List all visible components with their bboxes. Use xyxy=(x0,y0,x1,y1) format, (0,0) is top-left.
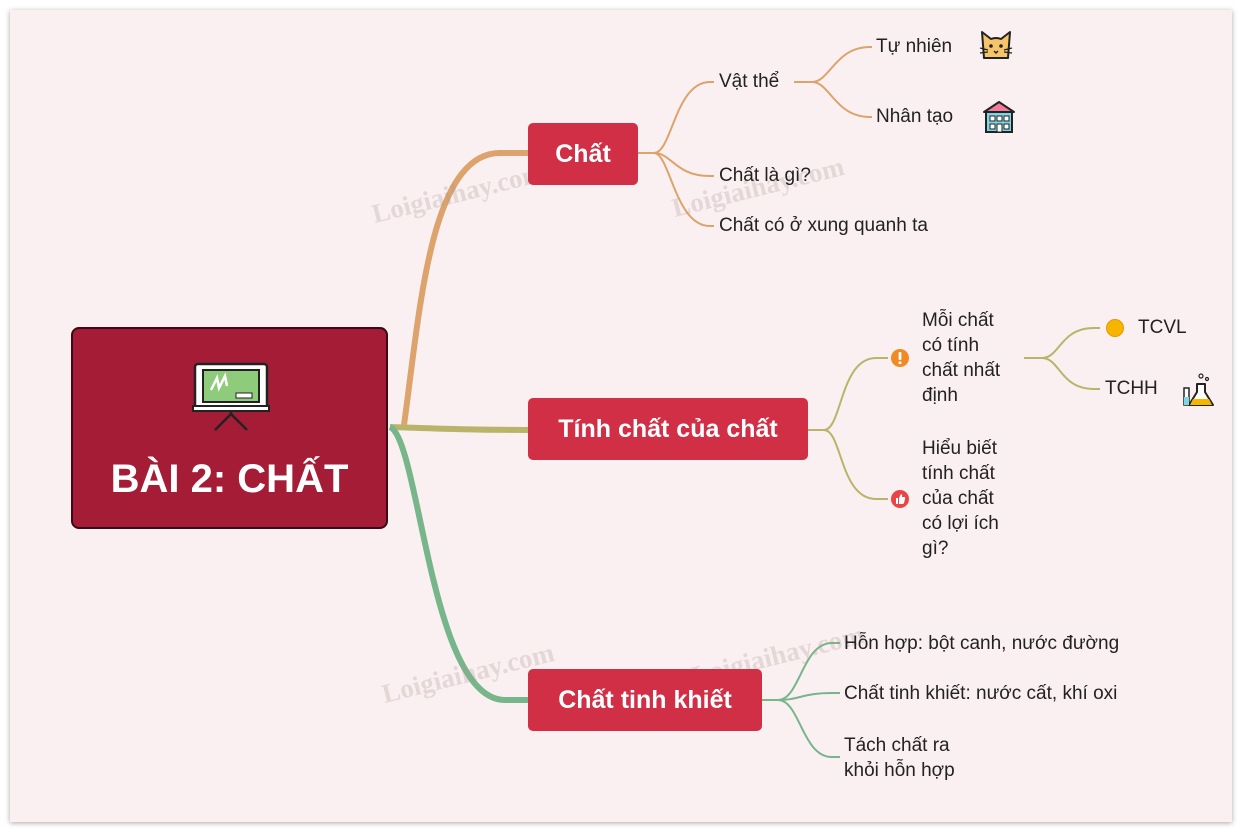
branch-chat[interactable]: Chất xyxy=(528,123,638,185)
topic-moi-chat[interactable]: Mỗi chất có tính chất nhất định xyxy=(922,308,1000,408)
topic-chat-xung-quanh[interactable]: Chất có ở xung quanh ta xyxy=(719,215,928,236)
topic-hieu-biet[interactable]: Hiểu biết tính chất của chất có lợi ích … xyxy=(922,436,999,561)
topic-vat-the[interactable]: Vật thể xyxy=(719,71,780,92)
topic-tu-nhien[interactable]: Tự nhiên xyxy=(876,36,953,57)
connector-tinh-chat xyxy=(389,424,529,433)
text-line: của chất xyxy=(922,488,994,509)
topic-nhan-tao[interactable]: Nhân tạo xyxy=(876,106,954,127)
branch-label: Chất xyxy=(555,139,611,168)
branch-label: Tính chất của chất xyxy=(558,414,778,443)
building-icon xyxy=(983,101,1015,133)
topic-chat-tinh-khiet[interactable]: Chất tinh khiết: nước cất, khí oxi xyxy=(844,683,1118,704)
branch-tinh-khiet[interactable]: Chất tinh khiết xyxy=(528,669,762,731)
topic-chat-la-gi[interactable]: Chất là gì? xyxy=(719,165,811,186)
mindmap-canvas: Loigiaihay.com Loigiaihay.com Loigiaihay… xyxy=(10,10,1232,822)
connector-chat xyxy=(401,150,528,426)
text-line: khỏi hỗn hợp xyxy=(844,760,955,781)
branch-label: Chất tinh khiết xyxy=(558,685,732,714)
text-line: Mỗi chất xyxy=(922,310,994,331)
topic-tach-chat[interactable]: Tách chất ra khỏi hỗn hợp xyxy=(844,733,955,783)
connector-tinh-khiet xyxy=(388,424,528,703)
blackboard-icon xyxy=(192,362,270,431)
text-line: tính chất xyxy=(922,463,995,484)
branch-tinh-chat[interactable]: Tính chất của chất xyxy=(528,398,808,460)
connector-lines xyxy=(388,46,1100,758)
root-topic[interactable]: BÀI 2: CHẤT xyxy=(71,327,388,529)
yellow-circle-icon xyxy=(1106,319,1124,337)
exclamation-icon xyxy=(891,349,909,367)
thumbs-up-icon xyxy=(891,490,909,508)
text-line: định xyxy=(922,385,958,406)
text-line: chất nhất xyxy=(922,360,1001,381)
text-line: Tách chất ra xyxy=(844,735,950,756)
text-line: có tính xyxy=(922,335,980,356)
root-title: BÀI 2: CHẤT xyxy=(110,457,349,501)
topic-tcvl[interactable]: TCVL xyxy=(1138,317,1187,338)
text-line: có lợi ích xyxy=(922,513,999,534)
cat-icon xyxy=(979,31,1013,59)
text-line: gì? xyxy=(922,538,949,559)
topic-hon-hop[interactable]: Hỗn hợp: bột canh, nước đường xyxy=(844,633,1120,654)
chemistry-flask-icon xyxy=(1183,373,1214,406)
topic-tchh[interactable]: TCHH xyxy=(1105,378,1158,399)
text-line: Hiểu biết xyxy=(922,438,997,459)
